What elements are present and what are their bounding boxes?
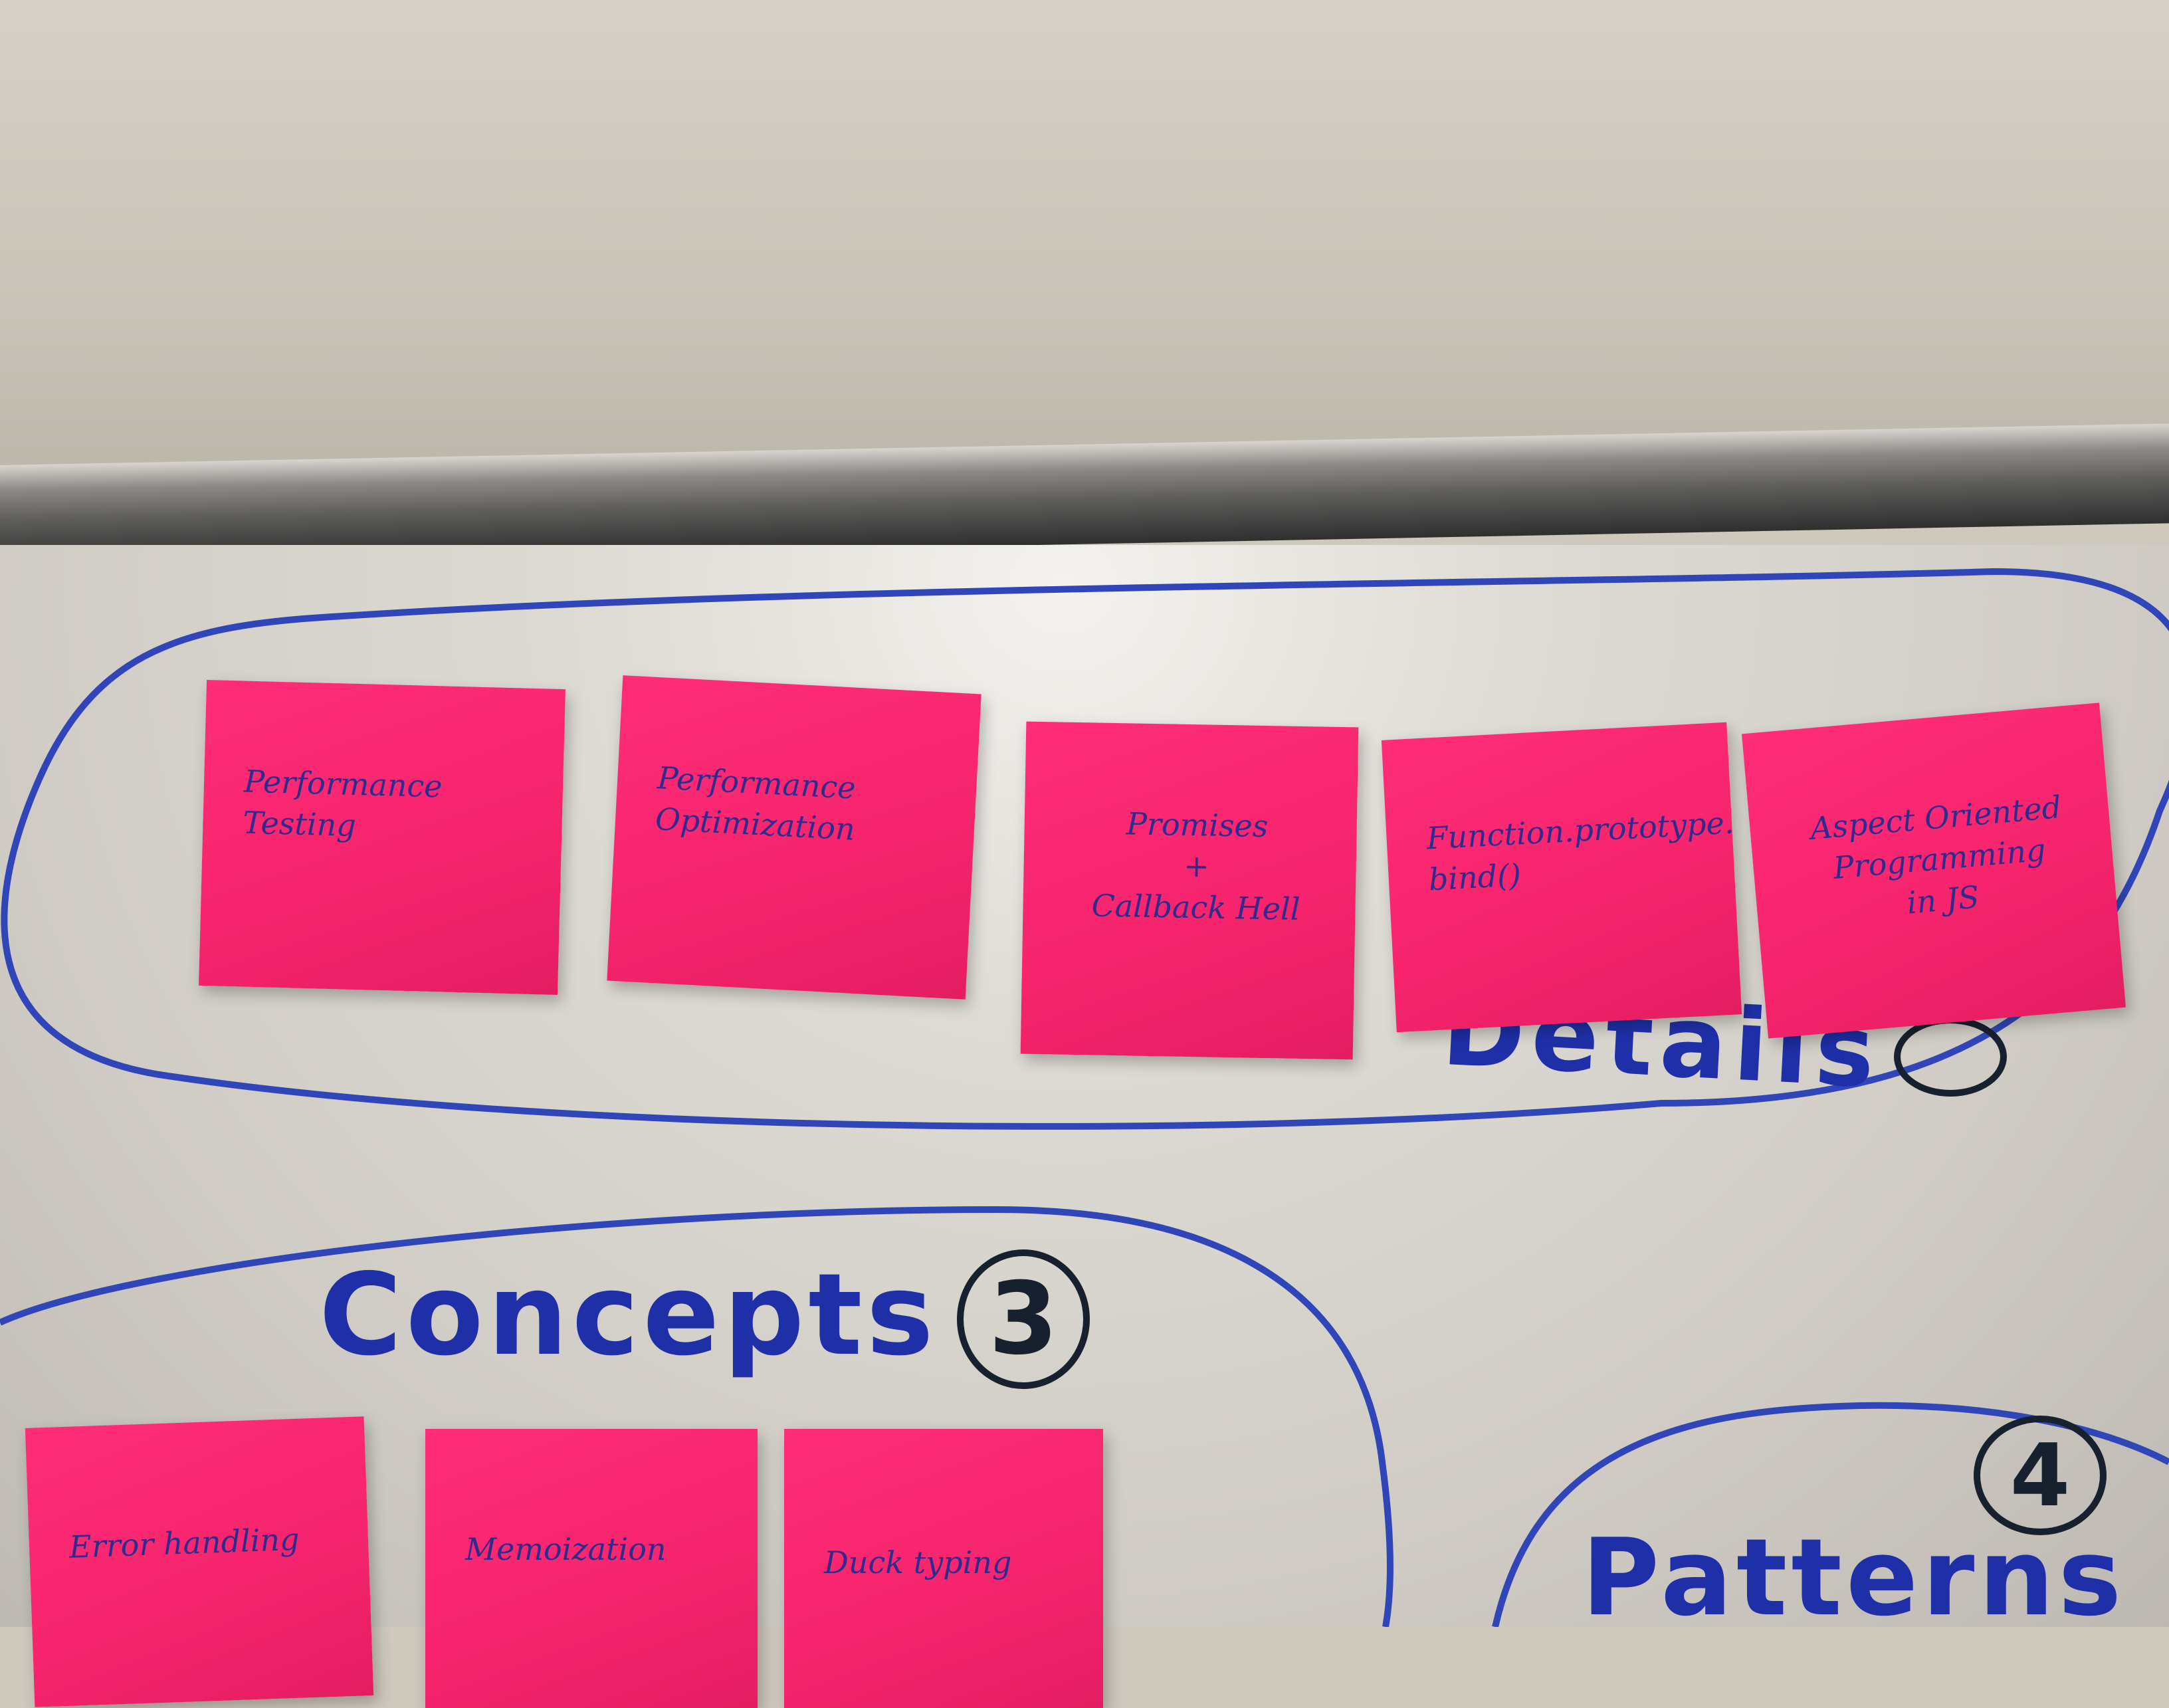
sticky-note: Memoization <box>425 1429 758 1708</box>
concepts-group-outline <box>0 1206 1394 1627</box>
details-group-outline <box>1 568 2169 1130</box>
sticky-note: Performance Testing <box>199 680 566 995</box>
sticky-note: Error handling <box>25 1416 374 1707</box>
sticky-note: Function.prototype. bind() <box>1381 722 1742 1033</box>
sticky-note-text: Promises + Callback Hell <box>1091 805 1300 928</box>
sticky-note-text: Performance Optimization <box>654 760 857 847</box>
patterns-number-circle: 4 <box>1974 1416 2107 1535</box>
wall <box>0 0 2169 479</box>
sticky-note: Aspect Oriented Programming in JS <box>1741 702 2126 1039</box>
sticky-note-text: Memoization <box>465 1531 667 1567</box>
sticky-note-text: Error handling <box>68 1521 300 1565</box>
sticky-note-text: Function.prototype. bind() <box>1425 804 1735 898</box>
sticky-note: Duck typing <box>784 1429 1103 1708</box>
details-number-circle <box>1894 1017 2007 1097</box>
sticky-note-text: Aspect Oriented Programming in JS <box>1809 789 2063 921</box>
concepts-label: Concepts <box>319 1249 938 1381</box>
patterns-label: Patterns <box>1582 1515 2126 1640</box>
sticky-note-text: Performance Testing <box>242 763 443 844</box>
sticky-note: Promises + Callback Hell <box>1020 721 1359 1060</box>
concepts-number-circle: 3 <box>957 1249 1090 1389</box>
sticky-note-text: Duck typing <box>824 1545 1012 1580</box>
sticky-note: Performance Optimization <box>607 675 981 1000</box>
